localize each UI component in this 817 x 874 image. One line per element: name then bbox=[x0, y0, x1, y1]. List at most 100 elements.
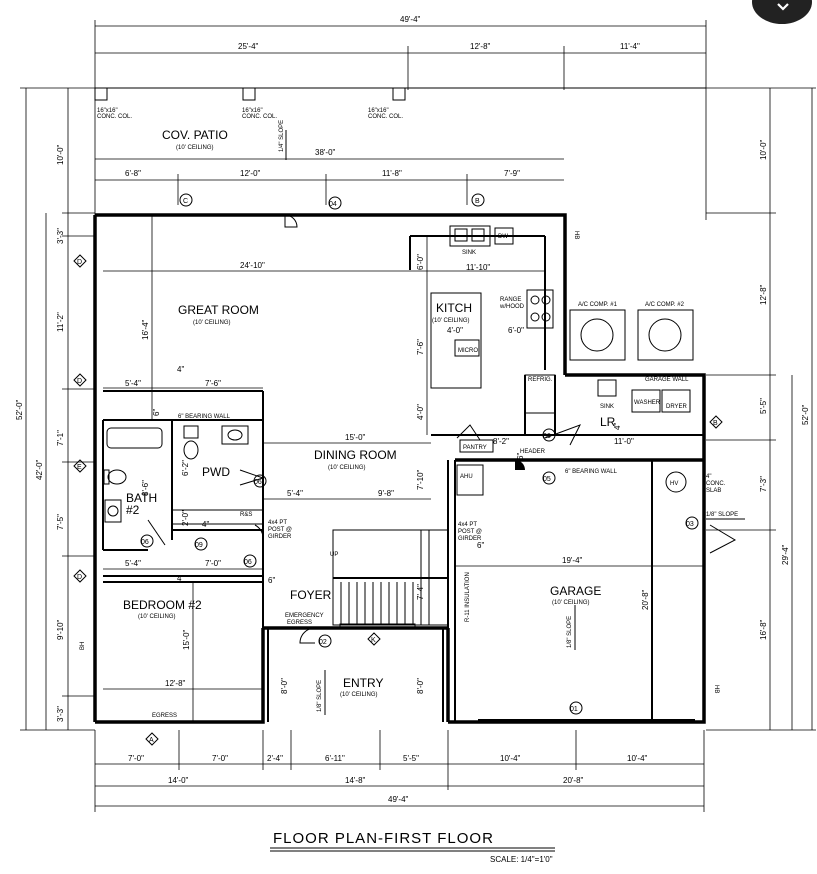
room-bath-number: #2 bbox=[126, 503, 140, 517]
dim-dining-b: 9'-8" bbox=[378, 489, 394, 498]
column-type-3: CONC. COL. bbox=[368, 114, 403, 120]
dim-right-sub: 29'-4" bbox=[781, 544, 790, 565]
room-foyer: FOYER bbox=[290, 588, 332, 602]
tag-01: 01 bbox=[570, 706, 578, 713]
dim-foyer-h: 7'-4" bbox=[416, 584, 425, 600]
room-kitchen: KITCH bbox=[436, 301, 472, 315]
drawing-scale: SCALE: 1/4"=1'0" bbox=[490, 855, 553, 864]
kitchen-sink-label: SINK bbox=[462, 250, 476, 256]
left-dimensions: 52'-0" 42'-0" 10'-0" 3'-3" 11'-2" 7'-1" … bbox=[15, 87, 95, 731]
dim-right-e: 16'-8" bbox=[759, 619, 768, 640]
exterior-walls bbox=[93, 213, 706, 724]
dim-4a: 4" bbox=[177, 365, 184, 374]
great-room-ceiling: (10' CEILING) bbox=[193, 320, 231, 326]
dim-4c: 4" bbox=[177, 574, 184, 583]
dim-bot-g: 10'-4" bbox=[627, 754, 648, 763]
tag-a: A bbox=[149, 737, 154, 744]
dim-bed-a: 5'-4" bbox=[125, 559, 141, 568]
refrigerator-label: REFRIG. bbox=[528, 377, 553, 383]
hose-bib-2: HB bbox=[713, 685, 719, 693]
tag-d-mid: D bbox=[77, 378, 82, 385]
hose-bib-1: HB bbox=[573, 231, 579, 239]
dim-left-a: 10'-0" bbox=[56, 144, 65, 165]
dim-left-b: 3'-3" bbox=[56, 228, 65, 244]
dim-6c: 6" bbox=[477, 541, 484, 550]
dim-left-d: 7'-1" bbox=[56, 430, 65, 446]
rod-shelf-label: R&S bbox=[240, 512, 252, 518]
water-heater-label: HV bbox=[670, 481, 678, 487]
tag-e: E bbox=[77, 464, 82, 471]
room-great-room: GREAT ROOM bbox=[178, 303, 259, 317]
dim-patio-width: 38'-0" bbox=[315, 148, 336, 157]
bedroom-ceiling: (10' CEILING) bbox=[138, 614, 176, 620]
dim-right-d: 7'-3" bbox=[759, 476, 768, 492]
dim-bot-a: 7'-0" bbox=[128, 754, 144, 763]
bearing-wall-2: 6" BEARING WALL bbox=[565, 469, 618, 475]
laundry-room: GARAGE WALL SINK WASHER DRYER LR 11'-0" … bbox=[459, 377, 691, 475]
bath-and-powder: 6'-2" PWD 8'-6" BATH #2 R&S 2'-0" 4" 4x4… bbox=[103, 425, 292, 540]
bearing-wall-1: 6" BEARING WALL bbox=[178, 414, 231, 420]
dim-pwd-h: 6'-2" bbox=[181, 460, 190, 476]
entry-ceiling: (10' CEILING) bbox=[340, 692, 378, 698]
dim-great-room-w: 24'-10" bbox=[240, 261, 265, 270]
dim-right-c: 5'-5" bbox=[759, 398, 768, 414]
dim-row-c: 11'-8" bbox=[382, 169, 402, 178]
dim-2ft: 2'-0" bbox=[181, 510, 190, 526]
dim-lr-6: 4" bbox=[613, 423, 622, 430]
emergency-egress-1: EMERGENCY bbox=[285, 613, 324, 619]
dim-4b: 4" bbox=[202, 520, 209, 529]
dim-lr-b: 11'-0" bbox=[614, 437, 634, 446]
dim-top-a: 25'-4" bbox=[238, 42, 259, 51]
tag-b-right: B bbox=[713, 420, 718, 427]
dim-kitchen-below: 4'-0" bbox=[416, 404, 425, 420]
dim-kitchen-4: 4'-0" bbox=[447, 326, 463, 335]
ac-comp-1-label: A/C COMP. #1 bbox=[578, 302, 618, 308]
tag-d-top: D bbox=[77, 259, 82, 266]
header-label: HEADER bbox=[520, 449, 546, 455]
dim-great-room-h: 16'-4" bbox=[141, 319, 150, 340]
dim-bot-c: 2'-4" bbox=[267, 754, 283, 763]
dim-left-g: 3'-3" bbox=[56, 706, 65, 722]
cov-patio-ceiling: (10' CEILING) bbox=[176, 145, 214, 151]
dryer-label: DRYER bbox=[666, 404, 688, 410]
conc-slab-2: CONC. bbox=[706, 481, 726, 487]
tag-b: B bbox=[475, 198, 480, 205]
dim-6b: 6" bbox=[268, 576, 275, 585]
conc-slab-3: SLAB bbox=[706, 488, 721, 494]
dim-top-b: 12'-8" bbox=[470, 42, 491, 51]
room-bedroom: BEDROOM #2 bbox=[123, 598, 202, 612]
tag-05: 05 bbox=[543, 476, 551, 483]
dim-garage-w: 19'-4" bbox=[562, 556, 583, 565]
post-2-c: GIRDER bbox=[458, 536, 482, 542]
dim-left-f: 9'-10" bbox=[56, 619, 65, 640]
conc-slab-1: 4" bbox=[706, 474, 711, 480]
dishwasher-label: DW bbox=[498, 234, 508, 240]
washer-label: WASHER bbox=[634, 400, 661, 406]
dim-lr-a: 8'-2" bbox=[493, 437, 509, 446]
dim-bot-i: 14'-8" bbox=[345, 776, 366, 785]
tag-c: C bbox=[183, 198, 188, 205]
dim-bot-j: 20'-8" bbox=[563, 776, 584, 785]
dim-left-total: 52'-0" bbox=[15, 399, 24, 420]
dim-top-c: 11'-4" bbox=[620, 42, 640, 51]
dim-garage-h: 20'-8" bbox=[641, 589, 650, 610]
dim-right-total: 52'-0" bbox=[801, 404, 810, 425]
pantry-label: PANTRY bbox=[463, 445, 487, 451]
dim-row-d: 7'-9" bbox=[504, 169, 520, 178]
drawing-title: FLOOR PLAN-FIRST FLOOR bbox=[273, 830, 494, 847]
room-cov-patio: COV. PATIO bbox=[162, 128, 228, 142]
dim-top-overall: 49'-4" bbox=[400, 15, 421, 24]
right-dimensions: 52'-0" 29'-4" 10'-0" 12'-8" 5'-5" 7'-3" … bbox=[706, 87, 816, 731]
kitchen-ceiling: (10' CEILING) bbox=[432, 318, 470, 324]
garage-ceiling: (10' CEILING) bbox=[552, 600, 590, 606]
room-pwd: PWD bbox=[202, 465, 230, 479]
bedroom-egress: EGRESS bbox=[152, 713, 177, 719]
dim-row-b: 12'-0" bbox=[240, 169, 261, 178]
column-type-2: CONC. COL. bbox=[242, 114, 277, 120]
dim-6d: 6" bbox=[516, 453, 525, 460]
patio-slope: 1/4" SLOPE bbox=[279, 120, 285, 152]
room-entry: ENTRY bbox=[343, 676, 383, 690]
tag-06-lr: 06 bbox=[543, 433, 551, 440]
garage-wall-label: GARAGE WALL bbox=[645, 377, 689, 383]
dim-left-sub: 42'-0" bbox=[35, 459, 44, 480]
